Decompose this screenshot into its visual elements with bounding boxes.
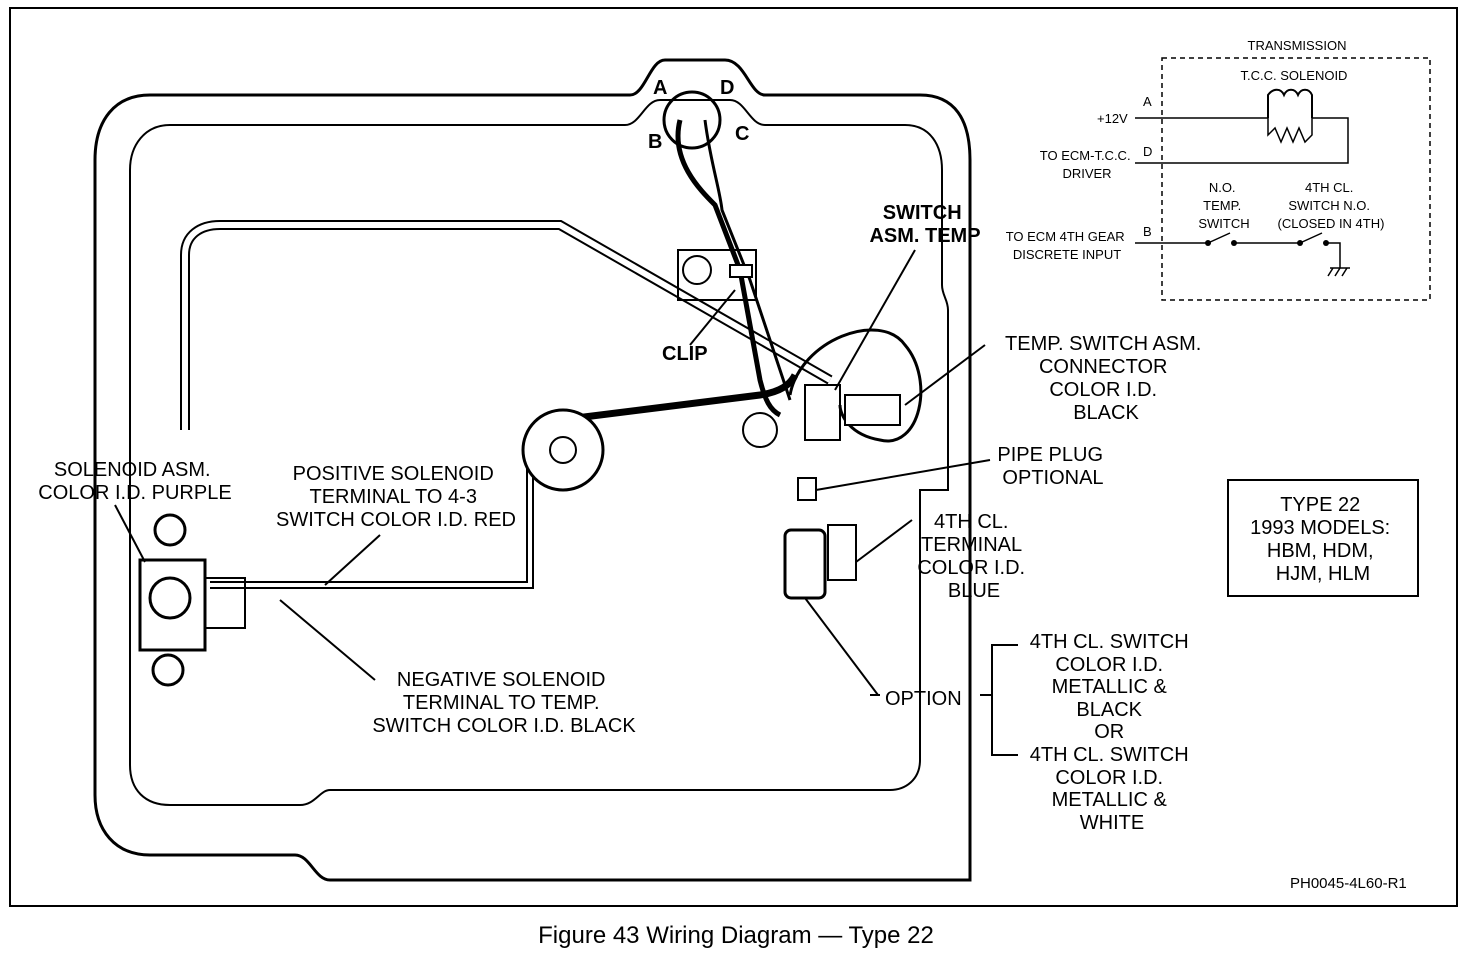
to-ecm-4th-label: TO ECM 4TH GEAR DISCRETE INPUT [1006, 229, 1129, 262]
leader-connector [904, 344, 986, 406]
wire-d [1135, 117, 1349, 164]
fourth-cl-connector [827, 524, 857, 581]
pipe-plug [797, 477, 817, 501]
figure-code: PH0045-4L60-R1 [1290, 875, 1407, 892]
solenoid-bolt-bottom [151, 653, 185, 687]
harness-wire-red-fill [210, 440, 532, 587]
label-clip: CLIP [662, 343, 708, 365]
clip-bracket [677, 249, 757, 301]
tcc-coil [1267, 88, 1313, 118]
fourth-cl-contact-2 [1323, 240, 1329, 246]
no-temp-switch-blade [1207, 232, 1231, 244]
tcc-solenoid-label: T.C.C. SOLENOID [1241, 68, 1348, 83]
connector-wires [675, 119, 782, 418]
pin-b: B [1143, 224, 1152, 239]
case-connector [662, 90, 722, 150]
no-temp-contact-1 [1205, 240, 1211, 246]
fourth-cl-switch-label: 4TH CL. SWITCH N.O. (CLOSED IN 4TH) [1278, 180, 1385, 231]
type-box [1227, 479, 1419, 597]
leader-negative [279, 599, 376, 681]
leader-clip [689, 289, 736, 346]
label-positive-solenoid: POSITIVE SOLENOID TERMINAL TO 4-3 SWITCH… [276, 463, 516, 531]
label-fourth-cl-terminal: 4TH CL. TERMINAL COLOR I.D. BLUE [917, 511, 1030, 602]
ground-icon [1327, 267, 1350, 277]
solenoid-bolt-mid [148, 576, 192, 620]
bracket-bolt-icon [521, 408, 605, 492]
no-temp-switch-label: N.O. TEMP. SWITCH [1198, 180, 1249, 231]
leader-solenoid [114, 504, 146, 563]
to-ecm-tcc-label: TO ECM-T.C.C. DRIVER [1040, 148, 1134, 181]
no-temp-contact-2 [1231, 240, 1237, 246]
label-temp-switch-connector: TEMP. SWITCH ASM. CONNECTOR COLOR I.D. B… [1005, 333, 1207, 424]
plus12v-label: +12V [1097, 111, 1128, 126]
fourth-cl-switch-blade [1299, 232, 1323, 244]
figure-frame [9, 7, 1458, 907]
option-bracket [980, 644, 1018, 756]
pin-d: D [1143, 144, 1152, 159]
label-pipe-plug: PIPE PLUG OPTIONAL [997, 444, 1108, 489]
type-box-text: TYPE 22 1993 MODELS: HBM, HDM, HJM, HLM [1250, 494, 1396, 585]
pin-a: A [1143, 94, 1152, 109]
bracket-bolt-head [549, 436, 577, 464]
temp-switch-loop [788, 328, 923, 443]
pan-inner-outline [129, 99, 949, 806]
solenoid-bolt-top [153, 513, 187, 547]
label-option: OPTION [885, 688, 962, 710]
pan-outer-outline [93, 58, 972, 882]
clip-bolt-icon [682, 255, 712, 285]
schematic-title: TRANSMISSION [1248, 38, 1347, 53]
wire-b [1135, 242, 1341, 268]
solenoid-wire-guide [204, 577, 246, 629]
temp-switch-body [804, 384, 841, 441]
terminal-b: B [648, 131, 662, 153]
clip-wire-tie [729, 264, 753, 278]
leader-fourth-cl [855, 519, 913, 563]
label-option-list: 4TH CL. SWITCH COLOR I.D. METALLIC & BLA… [1030, 631, 1194, 834]
fourth-cl-contact-1 [1297, 240, 1303, 246]
fourth-cl-terminal [783, 528, 827, 600]
harness-wire-negative [559, 373, 799, 424]
tcc-resistor [1267, 118, 1313, 144]
temp-switch-connector [844, 394, 901, 426]
schematic-box [1161, 57, 1431, 301]
leader-switch [834, 249, 916, 391]
harness-wire-top-fill [182, 222, 832, 430]
label-switch-asm-temp: SWITCH ASM. TEMP [869, 202, 980, 247]
leader-positive [324, 534, 381, 586]
terminal-c: C [735, 123, 749, 145]
figure-caption: Figure 43 Wiring Diagram — Type 22 [538, 922, 934, 949]
label-solenoid-asm: SOLENOID ASM. COLOR I.D. PURPLE [38, 459, 231, 504]
leader-option [804, 597, 879, 696]
terminal-d: D [720, 77, 734, 99]
terminal-a: A [653, 77, 667, 99]
connector-wires-2 [703, 119, 792, 401]
label-negative-solenoid: NEGATIVE SOLENOID TERMINAL TO TEMP. SWIT… [372, 669, 636, 737]
leader-pipe-plug [815, 459, 991, 491]
small-bolt-icon [742, 412, 778, 448]
